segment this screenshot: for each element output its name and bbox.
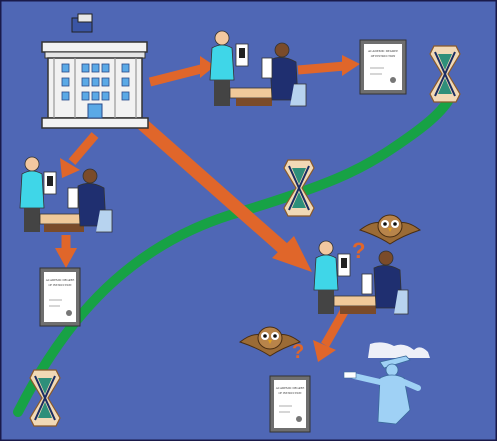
hourglass-icon xyxy=(429,45,461,103)
arrow-interview-to-certificate xyxy=(297,61,346,75)
university-building-icon xyxy=(41,13,149,129)
certificate-heading: ACADEMIC DEGREE xyxy=(276,386,305,390)
certificate-subheading: OF INSTRUCTION xyxy=(279,392,302,395)
certificate-heading: ACADEMIC DEGREE xyxy=(46,278,75,282)
certificate-icon: ACADEMIC DEGREE OF INSTRUCTION xyxy=(359,39,407,95)
interview-icon xyxy=(19,156,113,233)
question-mark: ? xyxy=(292,341,304,363)
arrow-center-interview-to-certificate xyxy=(321,307,349,348)
hourglass-icon xyxy=(283,159,315,217)
owl-icon xyxy=(358,214,422,245)
certificate-subheading: OF INSTRUCTION xyxy=(371,54,396,58)
interview-icon xyxy=(313,240,409,315)
arrows xyxy=(55,55,360,362)
arrow-building-to-left-interview xyxy=(68,132,99,165)
hourglass-icon xyxy=(29,369,61,427)
arrow-building-to-interview xyxy=(148,63,207,87)
question-mark: ? xyxy=(352,238,365,263)
certificate-subheading: OF INSTRUCTION xyxy=(49,284,72,287)
certificate-icon: ACADEMIC DEGREE OF INSTRUCTION xyxy=(269,375,311,433)
interview-icon xyxy=(209,30,307,107)
owl-icon xyxy=(238,326,302,357)
certificate-icon: ACADEMIC DEGREE OF INSTRUCTION xyxy=(39,267,81,327)
graduate-icon xyxy=(343,342,430,425)
certificate-heading: ACADEMIC DEGREE xyxy=(368,49,398,53)
arrow-building-to-center-interview xyxy=(135,117,290,255)
